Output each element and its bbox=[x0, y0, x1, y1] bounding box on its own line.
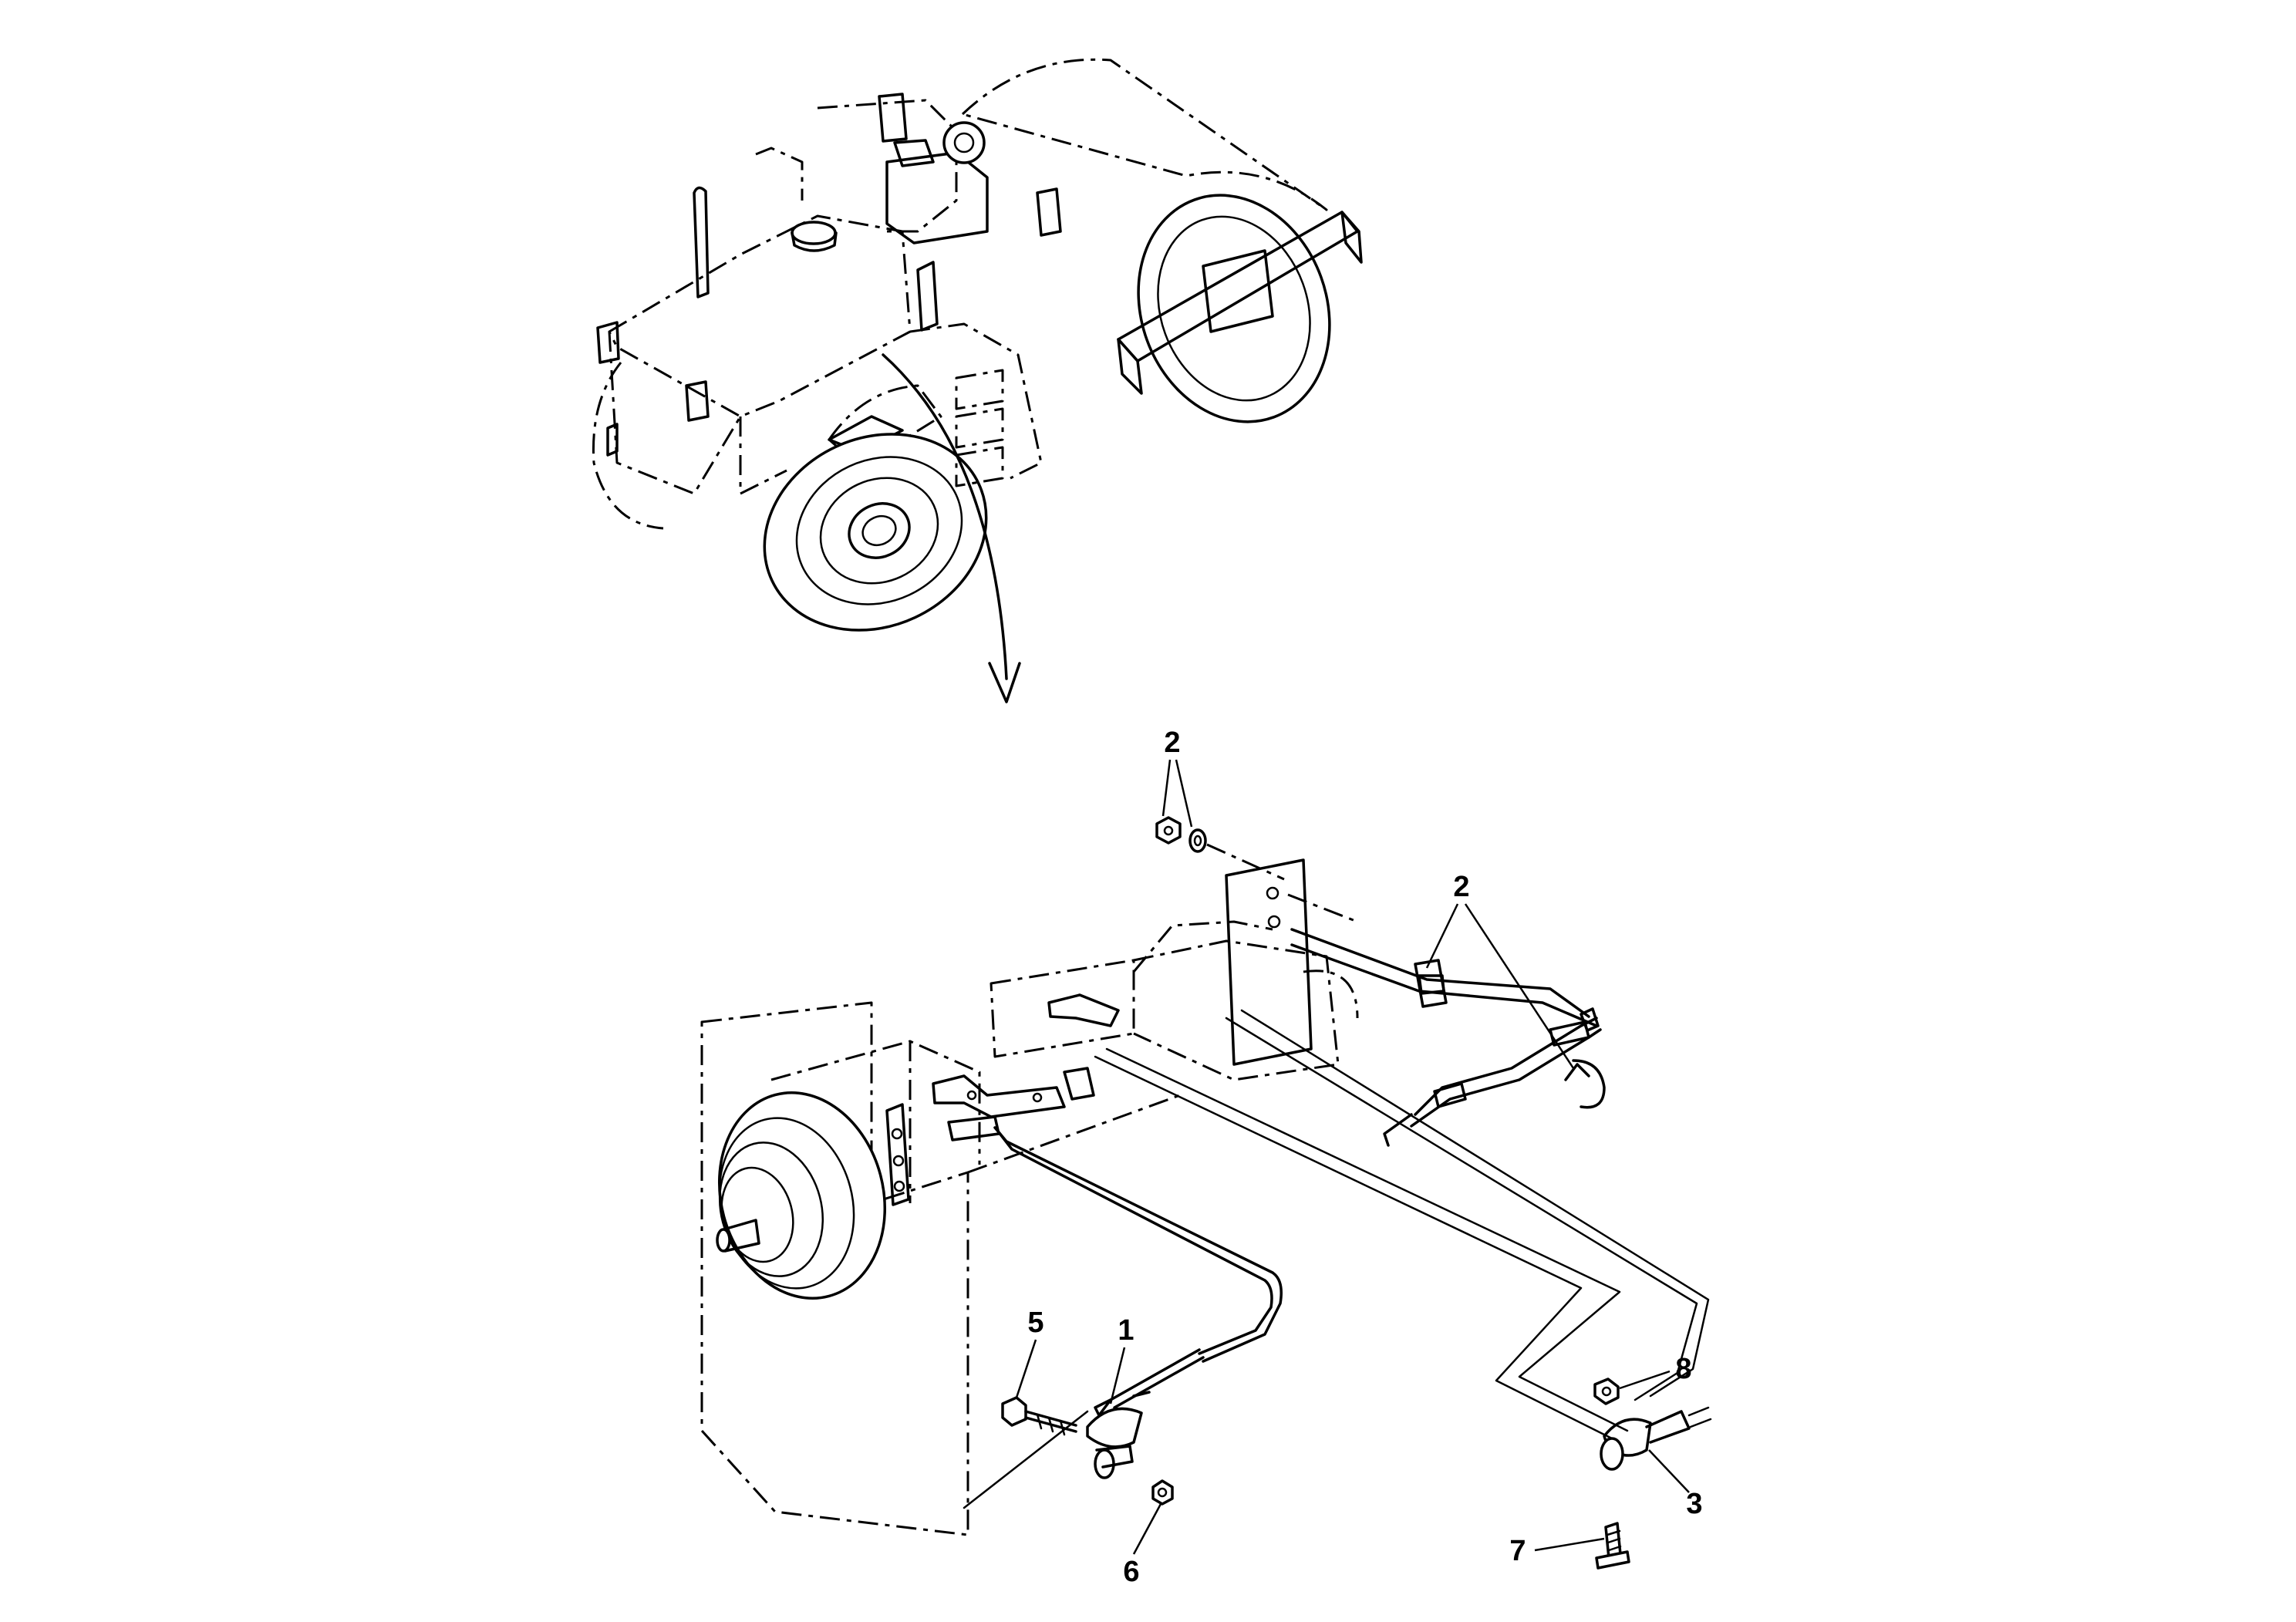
machine-body bbox=[608, 186, 1043, 495]
engine-pulley bbox=[716, 1091, 887, 1300]
callout-label: 2 bbox=[1164, 727, 1180, 759]
operator-station bbox=[755, 93, 1062, 332]
right-cable-assembly bbox=[1290, 928, 1606, 1147]
callout-2-top-left: 2 bbox=[1161, 727, 1193, 828]
callout-5: 5 bbox=[1015, 1307, 1044, 1398]
callouts: 2 2 5 1 8 3 7 6 bbox=[1015, 727, 1703, 1588]
clevis-assembly-right bbox=[1593, 1378, 1712, 1570]
cable-assembly-illustration bbox=[700, 816, 1712, 1570]
callout-7: 7 bbox=[1509, 1535, 1605, 1567]
engine-block bbox=[700, 1001, 1181, 1536]
callout-label: 2 bbox=[1453, 871, 1469, 903]
rear-left-wheel bbox=[592, 321, 710, 530]
callout-6: 6 bbox=[1123, 1503, 1162, 1588]
callout-label: 1 bbox=[1118, 1314, 1134, 1347]
top-fastener-hardware bbox=[1155, 816, 1358, 923]
clevis-assembly-left bbox=[1001, 1396, 1174, 1506]
rear-drum bbox=[961, 58, 1363, 423]
callout-label: 8 bbox=[1675, 1353, 1691, 1385]
callout-3: 3 bbox=[1648, 1449, 1703, 1520]
cable-1 bbox=[963, 1126, 1283, 1509]
callout-8: 8 bbox=[1619, 1353, 1692, 1390]
callout-2-top-right: 2 bbox=[1425, 871, 1575, 1069]
governor-bracket bbox=[885, 1103, 910, 1206]
callout-label: 3 bbox=[1686, 1488, 1702, 1520]
front-wheel bbox=[763, 433, 988, 632]
detail-pointer-arrow bbox=[882, 353, 1021, 703]
control-lever-plates bbox=[932, 993, 1120, 1141]
callout-1: 1 bbox=[1109, 1314, 1135, 1404]
step-blocks bbox=[955, 369, 1004, 487]
roller-machine-illustration bbox=[592, 58, 1363, 703]
callout-label: 7 bbox=[1509, 1535, 1526, 1567]
cable-2 bbox=[1094, 1009, 1710, 1440]
callout-label: 5 bbox=[1027, 1307, 1043, 1339]
pump-housing bbox=[990, 858, 1359, 1081]
callout-label: 6 bbox=[1123, 1556, 1139, 1588]
